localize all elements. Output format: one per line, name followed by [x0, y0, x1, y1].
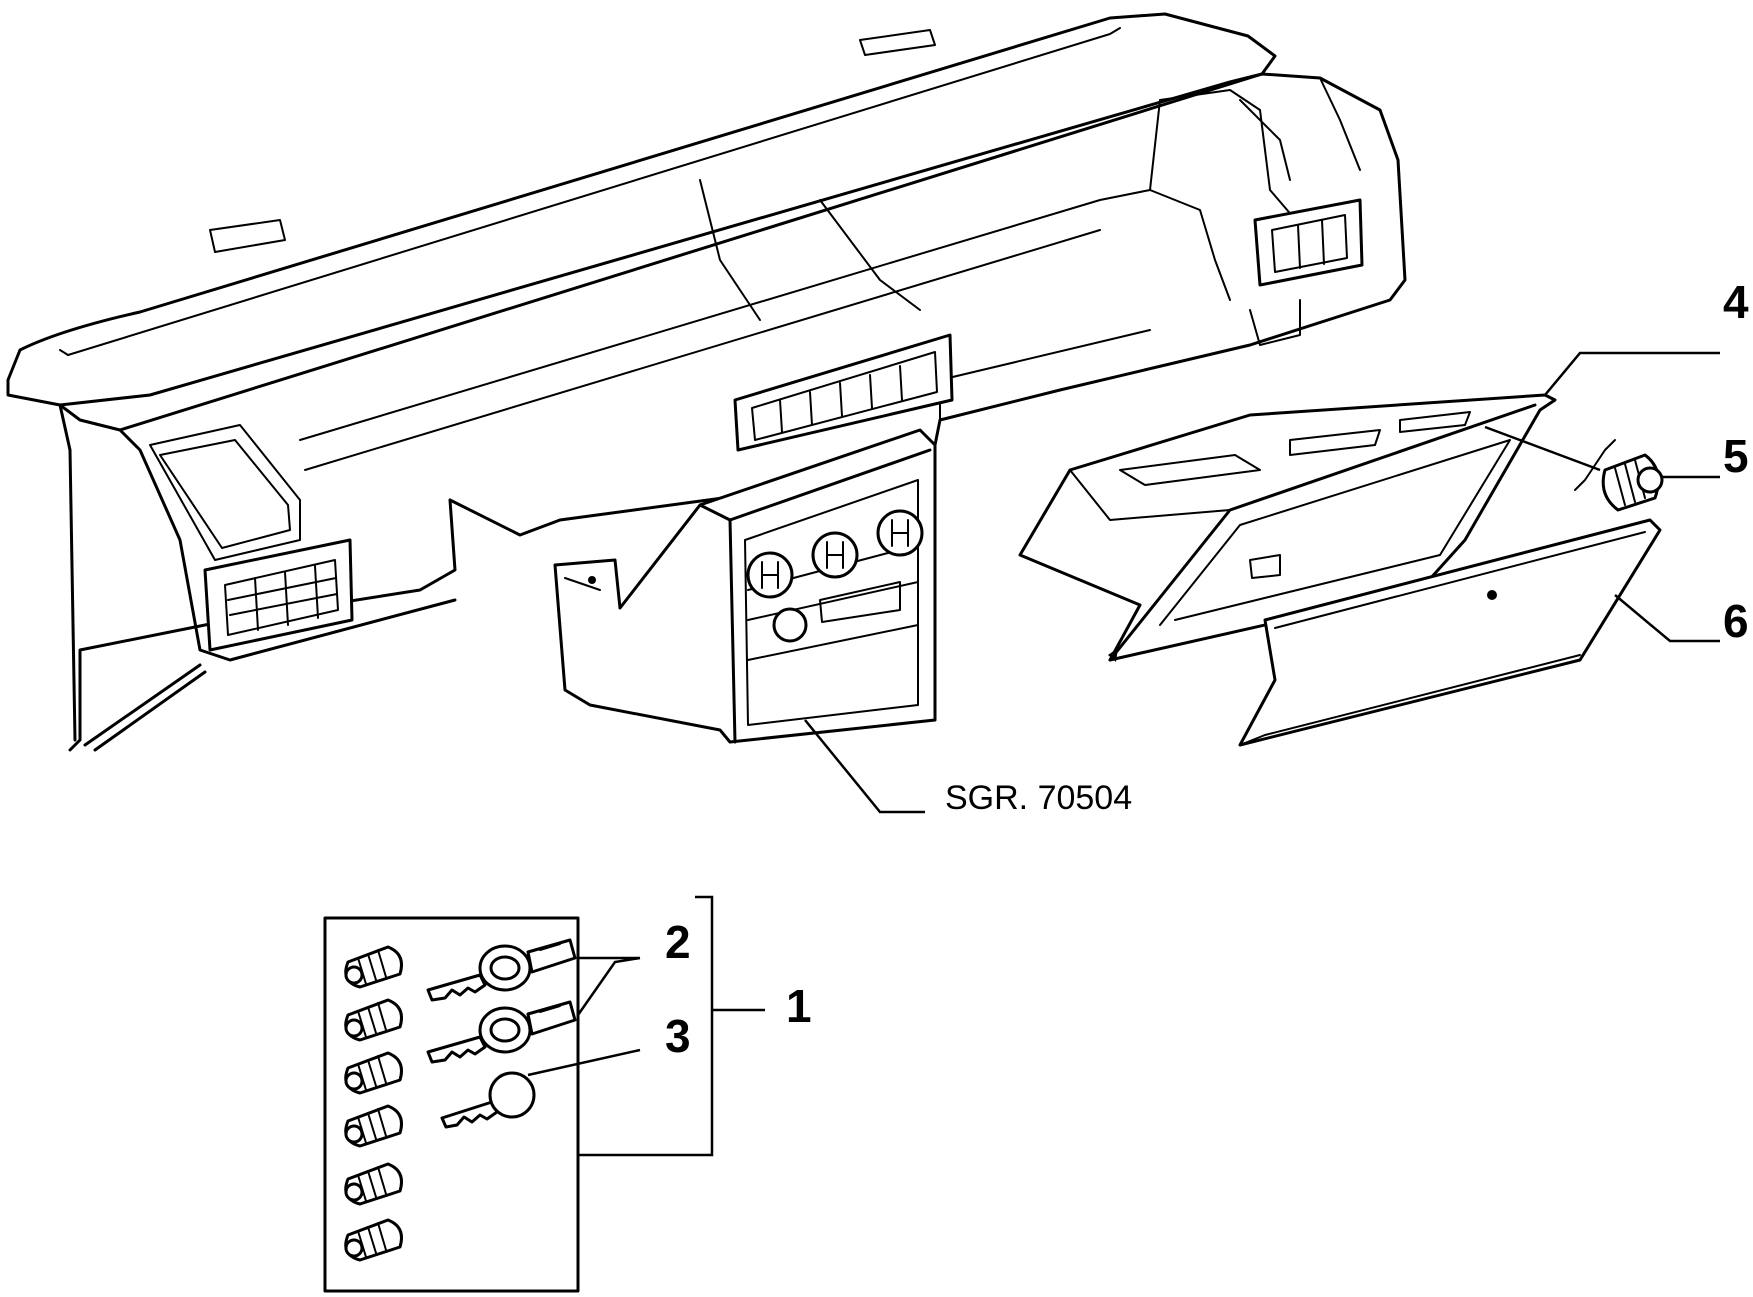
leader-6 [1614, 594, 1720, 643]
cylinder-barrels [344, 945, 403, 1262]
lock-kit-box [323, 916, 580, 1293]
lock-cylinder [1484, 425, 1664, 512]
leader-1 [578, 895, 765, 1157]
callout-3: 3 [665, 1010, 691, 1062]
leader-ref [804, 719, 925, 814]
heater-knob-1 [746, 551, 794, 599]
key-with-tag-2 [426, 1000, 577, 1064]
leader-2 [576, 956, 641, 1016]
key-with-tag-1 [426, 938, 577, 1002]
heater-knob-2 [811, 531, 859, 579]
glove-box-lid [1238, 518, 1662, 747]
callout-2: 2 [665, 916, 691, 968]
center-console [553, 428, 937, 744]
leader-lines [527, 351, 1720, 1157]
leader-3 [527, 1048, 641, 1077]
key-plain [440, 1071, 536, 1129]
heater-knob-3 [876, 509, 924, 557]
callout-6: 6 [1723, 595, 1749, 647]
callout-5: 5 [1723, 430, 1749, 482]
reference-label: SGR. 70504 [945, 779, 1132, 817]
callout-1: 1 [786, 980, 812, 1032]
leader-4 [1544, 351, 1720, 396]
glove-box-housing [1018, 393, 1557, 662]
dashboard-panel [6, 12, 1407, 752]
callout-4: 4 [1723, 276, 1749, 328]
